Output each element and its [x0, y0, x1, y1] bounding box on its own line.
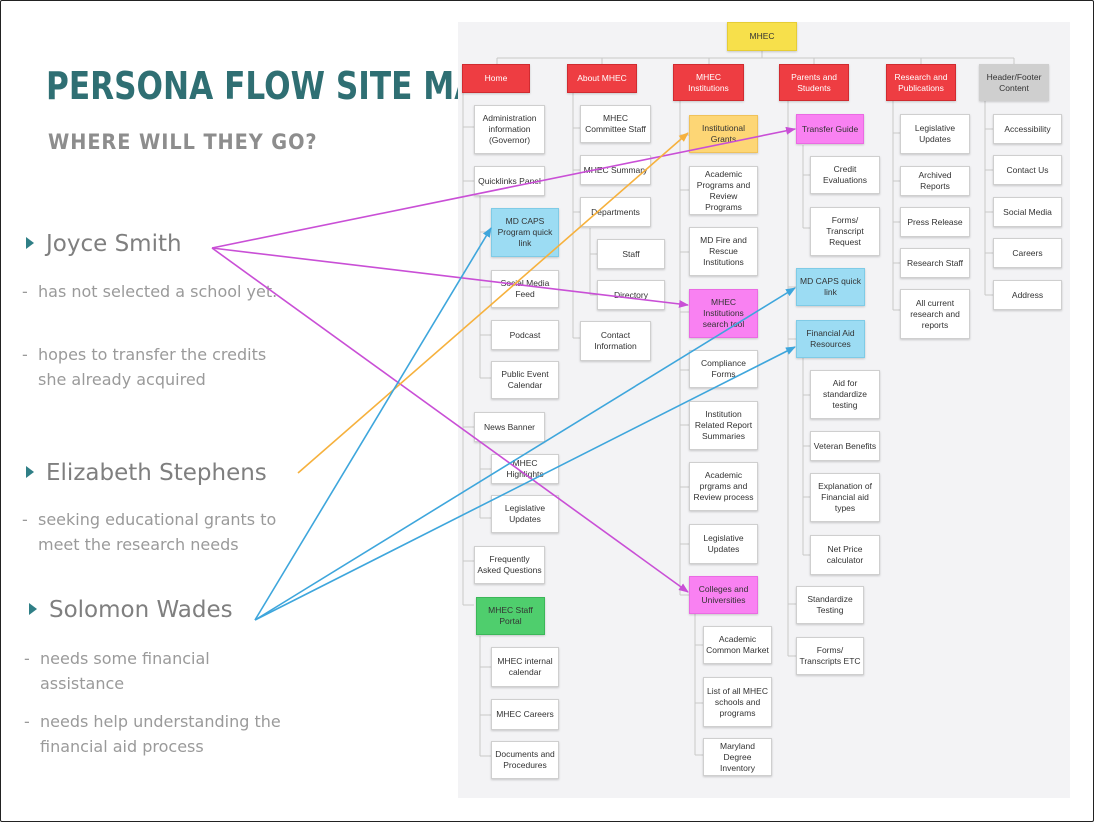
persona-joyce: Joyce Smith: [26, 231, 182, 257]
persona-note: -seeking educational grants to meet the …: [22, 510, 277, 554]
sitemap-node: Financial Aid Resources: [796, 320, 865, 358]
sitemap-node: Academic Programs and Review Programs: [689, 166, 758, 215]
sitemap-node: Directory: [597, 280, 665, 310]
sitemap-header-research: Research and Publications: [886, 64, 956, 101]
page-title: PERSONA FLOW SITE MAP: [46, 64, 502, 108]
sitemap-node: Accessibility: [993, 114, 1062, 144]
page-subtitle: WHERE WILL THEY GO?: [48, 130, 318, 154]
sitemap-node: List of all MHEC schools and programs: [703, 677, 772, 727]
sitemap-node: MHEC Summary: [580, 155, 651, 185]
sitemap-node: Public Event Calendar: [491, 361, 559, 399]
sitemap-node: MHEC Staff Portal: [476, 597, 545, 635]
sitemap-node: Documents and Procedures: [491, 741, 559, 779]
sitemap-node: Frequently Asked Questions: [474, 546, 545, 584]
sitemap-node: MD Fire and Rescue Institutions: [689, 227, 758, 276]
sitemap-node: Compliance Forms: [689, 350, 758, 388]
sitemap-node: Archived Reports: [900, 166, 970, 196]
persona-name: Joyce Smith: [46, 231, 182, 257]
sitemap-node: MHEC Highlights: [491, 454, 559, 484]
sitemap-header-headerfooter: Header/Footer Content: [979, 64, 1049, 101]
sitemap-node: Legislative Updates: [689, 524, 758, 564]
sitemap-node: Podcast: [491, 320, 559, 350]
sitemap-node: News Banner: [474, 412, 545, 442]
sitemap-node: Standardize Testing: [796, 586, 864, 624]
sitemap-root-node: MHEC: [727, 22, 797, 51]
bullet-triangle-icon: [26, 236, 34, 249]
sitemap-header-parents: Parents and Students: [779, 64, 849, 101]
sitemap-node: Institution Related Report Summaries: [689, 401, 758, 450]
sitemap-node: Administration information (Governor): [474, 105, 545, 154]
sitemap-node: Social Media Feed: [491, 270, 559, 308]
sitemap-node: Address: [993, 280, 1062, 310]
sitemap-node: Explanation of Financial aid types: [810, 473, 880, 522]
bullet-triangle-icon: [26, 465, 34, 478]
sitemap-node: Staff: [597, 239, 665, 269]
sitemap-node: Colleges and Universities: [689, 576, 758, 614]
sitemap-node: Departments: [580, 197, 651, 227]
sitemap-node: Research Staff: [900, 248, 970, 278]
sitemap-node: Legislative Updates: [900, 114, 970, 154]
sitemap-node: Academic prgrams and Review process: [689, 462, 758, 511]
persona-solomon: Solomon Wades: [29, 597, 233, 623]
sitemap-node: Institutional Grants: [689, 115, 758, 153]
persona-elizabeth: Elizabeth Stephens: [26, 460, 267, 486]
sitemap-node: MHEC internal calendar: [491, 647, 559, 687]
sitemap-node: Academic Common Market: [703, 626, 772, 664]
sitemap-node: Social Media: [993, 197, 1062, 227]
persona-name: Solomon Wades: [49, 597, 233, 623]
sitemap-node: Transfer Guide: [796, 114, 864, 144]
sitemap-node: MD CAPS Program quick link: [491, 208, 559, 257]
sitemap-node: MD CAPS quick link: [796, 268, 865, 306]
sitemap-node: Forms/ Transcript Request: [810, 207, 880, 256]
sitemap-node: Contact Information: [580, 321, 651, 361]
sitemap-node: Net Price calculator: [810, 535, 880, 575]
sitemap-node: Press Release: [900, 207, 970, 237]
sitemap-node: MHEC Committee Staff: [580, 105, 651, 143]
sitemap-node: MHEC Careers: [491, 699, 559, 730]
sitemap-node: Credit Evaluations: [810, 156, 880, 194]
sitemap-header-institutions: MHEC Institutions: [673, 64, 744, 101]
persona-note: -hopes to transfer the credits she alrea…: [22, 345, 267, 389]
sitemap-node: Veteran Benefits: [810, 431, 880, 461]
sitemap-node: Forms/ Transcripts ETC: [796, 637, 864, 675]
persona-name: Elizabeth Stephens: [46, 460, 267, 486]
sitemap-node: Contact Us: [993, 155, 1062, 185]
sitemap-header-home: Home: [462, 64, 530, 93]
sitemap-header-about: About MHEC: [567, 64, 637, 93]
persona-note: -has not selected a school yet.: [22, 282, 278, 301]
sitemap-node: MHEC Institutions search tool: [689, 289, 758, 338]
sitemap-node: Quicklinks Panel: [474, 166, 545, 196]
sitemap-node: Careers: [993, 238, 1062, 268]
persona-note: -needs help understanding the financial …: [24, 712, 281, 756]
persona-note: -needs some financial assistance: [24, 649, 210, 693]
sitemap-node: Aid for standardize testing: [810, 370, 880, 419]
sitemap-node: All current research and reports: [900, 289, 970, 339]
sitemap-node: Maryland Degree Inventory: [703, 738, 772, 776]
bullet-triangle-icon: [29, 602, 37, 615]
sitemap-node: Legislative Updates: [491, 495, 559, 533]
